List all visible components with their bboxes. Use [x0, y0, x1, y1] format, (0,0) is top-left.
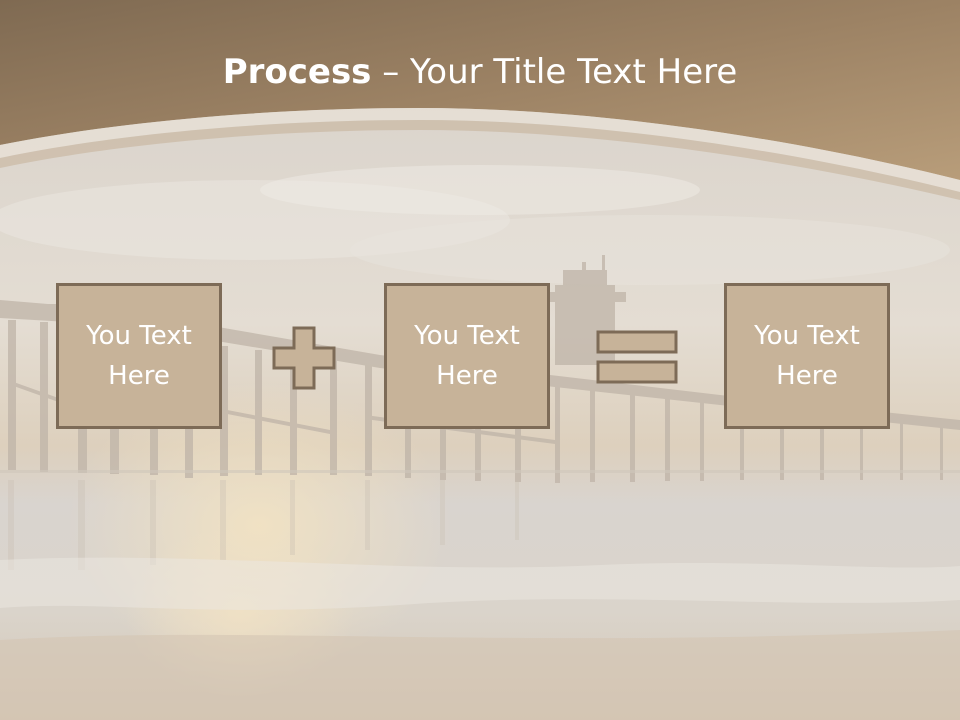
- step-1-label: You Text Here: [86, 321, 192, 391]
- step-2-label: You Text Here: [414, 321, 520, 391]
- plus-icon: [272, 326, 336, 390]
- process-step-2-box: You Text Here: [384, 283, 550, 429]
- slide-title: Process – Your Title Text Here: [0, 52, 960, 92]
- equals-icon: [596, 330, 678, 384]
- title-text: – Your Title Text Here: [371, 52, 738, 92]
- process-step-1-box: You Text Here: [56, 283, 222, 429]
- title-keyword: Process: [222, 52, 372, 92]
- process-result-box: You Text Here: [724, 283, 890, 429]
- header-banner: [0, 0, 960, 200]
- step-3-label: You Text Here: [754, 321, 860, 391]
